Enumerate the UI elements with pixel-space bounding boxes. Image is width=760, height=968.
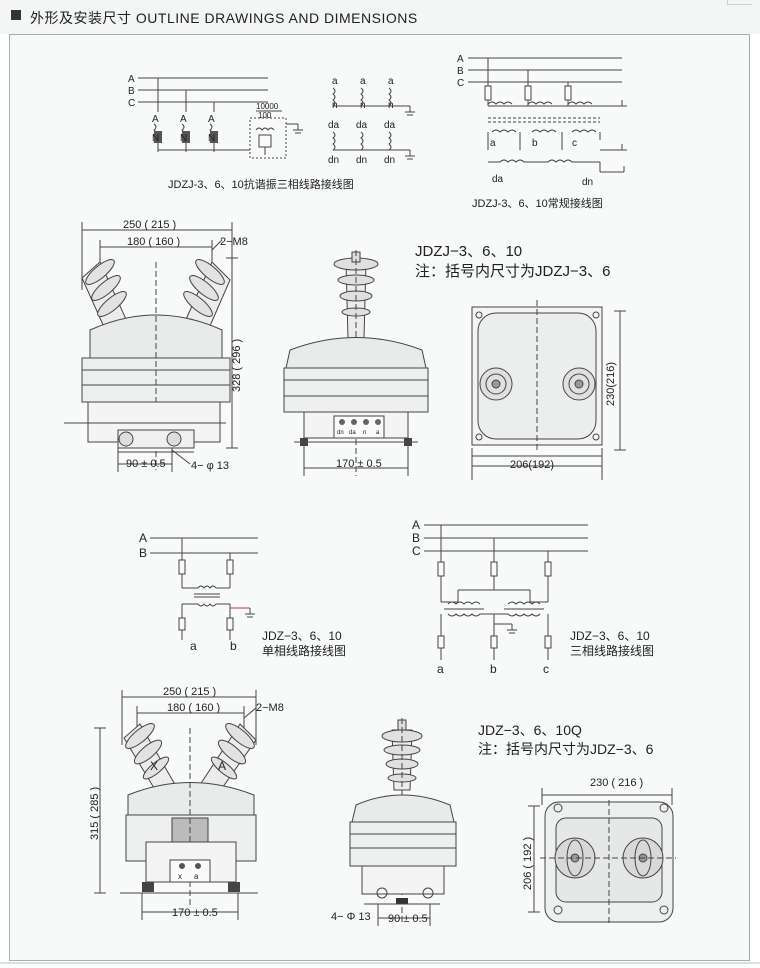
three-caption: 三相线路接线图 (570, 643, 654, 658)
jdz-term-a: a (194, 872, 199, 881)
jdz-top-dim-width: 230 ( 216 ) (590, 777, 643, 789)
single-phase-a: A (139, 531, 147, 545)
conv-sec-b: b (532, 138, 538, 149)
three-sec-b: b (490, 662, 497, 676)
wind-a3: a (388, 76, 394, 87)
jdzj-front-view: 250 ( 215 ) 180 ( 160 ) 2−M8 328 ( 296 )… (64, 219, 248, 472)
jdz-mark-x: X (150, 759, 158, 773)
winding-schematic: a a a n n n da da da dn dn dn (328, 76, 415, 166)
section-title: 外形及安装尺寸 OUTLINE DRAWINGS AND DIMENSIONS (30, 10, 418, 26)
jdz-note: 注：括号内尺寸为JDZ−3、6 (478, 741, 654, 757)
side-term-n: n (363, 430, 366, 436)
wind-da2: da (356, 120, 368, 131)
three-phase-b: B (412, 531, 420, 545)
single-caption: 单相线路接线图 (262, 643, 346, 658)
wind-a2: a (360, 76, 366, 87)
conv-phase-a: A (457, 54, 464, 65)
caption-anti-resonance: JDZJ-3、6、10抗谐振三相线路接线图 (168, 177, 354, 191)
jdzj-top-dim-width: 206(192) (510, 459, 554, 471)
jdz-dim-height: 315 ( 285 ) (89, 787, 101, 840)
conv-phase-b: B (457, 66, 464, 77)
terminal-n3: N (208, 133, 215, 144)
terminal-n1: N (152, 133, 159, 144)
header-bullet-icon (11, 10, 21, 20)
wiring-diagram-anti-resonance: A B C A A A N N N (128, 74, 354, 191)
terminal-a2: A (180, 114, 187, 125)
jdz-top-view: 230 ( 216 ) 206 ( 192 ) (522, 777, 676, 926)
jdzj-holes: 4− φ 13 (191, 460, 229, 472)
jdzj-dim-inner: 180 ( 160 ) (127, 236, 180, 248)
jdzj-side-view: dn da n a 170 ± 0.5 (283, 250, 429, 476)
jdzj-bolt: 2−M8 (220, 236, 248, 248)
single-caption-model: JDZ−3、6、10 (262, 629, 342, 643)
single-sec-a: a (190, 639, 197, 653)
section-header: 外形及安装尺寸 OUTLINE DRAWINGS AND DIMENSIONS (0, 0, 760, 34)
side-term-a: a (376, 430, 380, 436)
jdz-top-dim-height: 206 ( 192 ) (522, 837, 534, 890)
ratio-bottom: 100 (258, 111, 272, 120)
wiring-diagram-three-phase: A B C a b (412, 518, 654, 676)
jdzj-dim-height: 328 ( 296 ) (231, 339, 243, 392)
three-sec-c: c (543, 662, 549, 676)
footer-divider (0, 962, 760, 964)
single-sec-b: b (230, 639, 237, 653)
wind-dn2: dn (356, 155, 367, 166)
jdz-front-view: 250 ( 215 ) 180 ( 160 ) 2−M8 315 ( 285 )… (89, 686, 284, 920)
conv-sec-c: c (572, 138, 577, 149)
side-term-da: da (349, 430, 356, 436)
wiring-diagram-conventional: A B C a b c (457, 54, 627, 210)
conv-da: da (492, 174, 504, 185)
jdzj-dim-base: 90 ± 0.5 (126, 458, 166, 470)
jdz-dim-base: 170 ± 0.5 (172, 907, 218, 919)
ratio-top: 10000 (256, 102, 279, 111)
jdz-side-view: 4− Φ 13 90 ± 0.5 (331, 718, 457, 926)
wind-dn3: dn (384, 155, 395, 166)
single-phase-b: B (139, 546, 147, 560)
phase-label-a: A (128, 74, 135, 85)
three-phase-c: C (412, 544, 421, 558)
conv-sec-a: a (490, 138, 496, 149)
jdz-model-title: JDZ−3、6、10Q (478, 722, 582, 738)
three-sec-a: a (437, 662, 444, 676)
jdzj-side-dim-base: 170 ± 0.5 (336, 458, 382, 470)
terminal-a1: A (152, 114, 159, 125)
conv-phase-c: C (457, 78, 464, 89)
wind-a1: a (332, 76, 338, 87)
jdz-dim-inner: 180 ( 160 ) (167, 702, 220, 714)
phase-label-c: C (128, 98, 135, 109)
jdzj-top-view: 230(216) 206(192) (471, 300, 626, 480)
jdzj-top-dim-height: 230(216) (605, 362, 617, 406)
jdzj-note: 注：括号内尺寸为JDZJ−3、6 (415, 263, 610, 280)
terminal-a3: A (208, 114, 215, 125)
wind-da1: da (328, 120, 340, 131)
jdzj-model-title: JDZJ−3、6、10 (415, 243, 522, 260)
wind-dn1: dn (328, 155, 339, 166)
jdz-side-holes: 4− Φ 13 (331, 911, 371, 923)
conv-dn: dn (582, 177, 593, 188)
corner-mark (727, 0, 752, 5)
jdz-bolt: 2−M8 (256, 702, 284, 714)
terminal-n2: N (180, 133, 187, 144)
jdz-side-dim-base: 90 ± 0.5 (388, 913, 428, 925)
jdz-dim-width: 250 ( 215 ) (163, 686, 216, 698)
three-caption-model: JDZ−3、6、10 (570, 629, 650, 643)
wind-da3: da (384, 120, 396, 131)
three-phase-a: A (412, 518, 420, 532)
side-term-dn: dn (337, 430, 344, 436)
jdz-mark-a: A (218, 759, 226, 773)
phase-label-b: B (128, 86, 135, 97)
jdz-term-x: x (178, 872, 182, 881)
caption-conventional: JDZJ-3、6、10常规接线图 (472, 196, 603, 210)
jdzj-dim-width: 250 ( 215 ) (123, 219, 176, 231)
wiring-diagram-single-phase: A B a b JDZ−3、6、10 单相线路接线图 (139, 531, 346, 658)
